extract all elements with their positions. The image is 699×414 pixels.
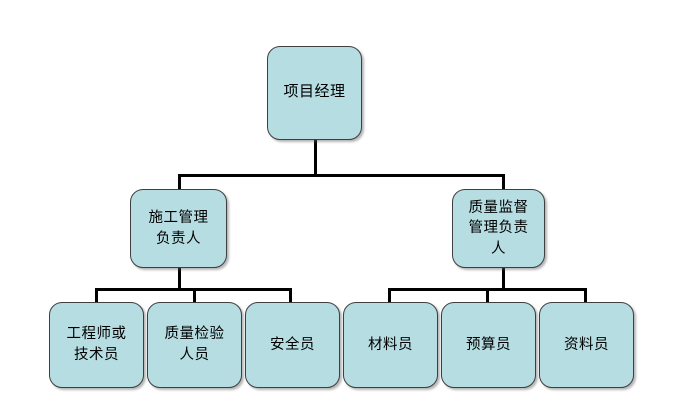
connector-to-material [388, 288, 391, 304]
connector-to-safety [289, 288, 292, 304]
node-label: 质量监督 管理负责 人 [468, 199, 529, 257]
node-label: 预算员 [466, 336, 511, 353]
connector-level2-bus [178, 174, 505, 177]
node-construction-management-supervisor[interactable]: 施工管理 负责人 [130, 189, 227, 268]
node-label: 安全员 [270, 336, 315, 353]
connector-to-quality [502, 174, 505, 190]
node-label: 质量检验 人员 [164, 326, 225, 363]
node-materials-officer[interactable]: 材料员 [343, 302, 438, 388]
connector-to-inspector [193, 288, 196, 304]
node-label: 项目经理 [283, 84, 346, 101]
node-document-officer[interactable]: 资料员 [539, 302, 634, 388]
node-label: 材料员 [368, 336, 413, 353]
connector-to-document [584, 288, 587, 304]
node-label: 工程师或 技术员 [66, 326, 127, 363]
connector-to-engineer [95, 288, 98, 304]
node-quality-inspector[interactable]: 质量检验 人员 [147, 302, 242, 388]
node-quality-supervision-management-supervisor[interactable]: 质量监督 管理负责 人 [452, 189, 545, 268]
connector-root-stem [314, 140, 317, 176]
node-budget-officer[interactable]: 预算员 [441, 302, 536, 388]
node-safety-officer[interactable]: 安全员 [245, 302, 340, 388]
node-engineer-or-technician[interactable]: 工程师或 技术员 [49, 302, 144, 388]
node-project-manager[interactable]: 项目经理 [267, 46, 362, 140]
connector-quality-stem [502, 268, 505, 290]
node-label: 资料员 [564, 336, 609, 353]
connector-construction-stem [178, 268, 181, 290]
connector-to-budget [486, 288, 489, 304]
node-label: 施工管理 负责人 [148, 209, 209, 247]
connector-to-construction [178, 174, 181, 190]
